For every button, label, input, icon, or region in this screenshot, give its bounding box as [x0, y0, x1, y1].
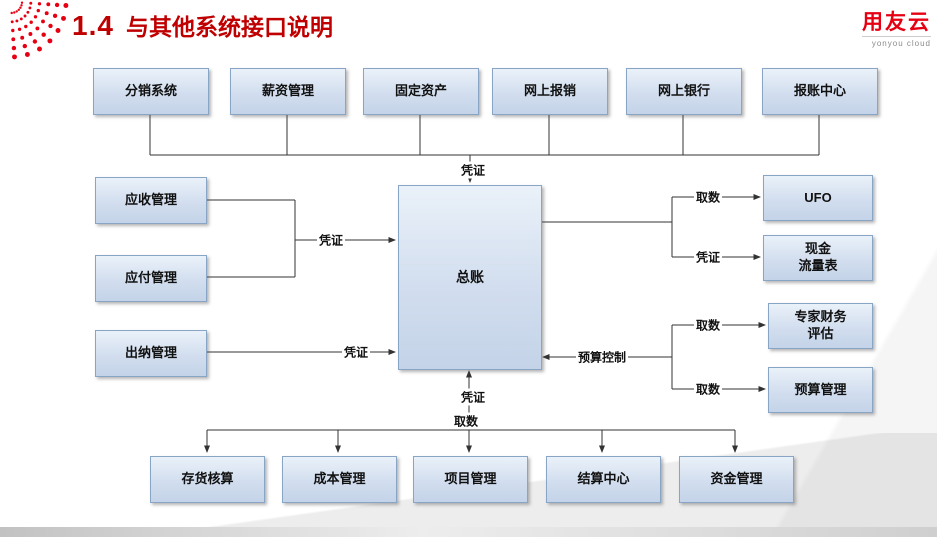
- corner-dots-decoration: [10, 1, 69, 60]
- node-label: 流量表: [798, 258, 838, 273]
- node-payables-management: 应付管理: [95, 255, 207, 302]
- node-receivables-management: 应收管理: [95, 177, 207, 224]
- node-label: 项目管理: [444, 471, 497, 487]
- node-fixed-assets: 固定资产: [363, 68, 479, 115]
- node-label: 总账: [456, 269, 484, 286]
- title-number: 1.4: [72, 10, 114, 41]
- node-label: 分销系统: [124, 83, 177, 99]
- logo-subtext: yonyou cloud: [871, 39, 931, 48]
- edge-label-cashflow-voucher: 凭证: [693, 248, 723, 266]
- node-label: 应收管理: [124, 192, 177, 208]
- node-label: 固定资产: [394, 83, 447, 99]
- node-ufo: UFO: [763, 175, 873, 221]
- node-payroll-management: 薪资管理: [230, 68, 346, 115]
- node-cashier-management: 出纳管理: [95, 330, 207, 377]
- node-budget-management: 预算管理: [768, 367, 873, 413]
- node-label: 预算管理: [794, 381, 847, 397]
- node-label: 现金: [804, 241, 831, 257]
- node-online-reimbursement: 网上报销: [492, 68, 608, 115]
- yonyou-logo: 用友云 yonyou cloud: [862, 12, 931, 48]
- node-label: 应付管理: [124, 270, 177, 286]
- node-reporting-center: 报账中心: [762, 68, 878, 115]
- edge-label-bottom-voucher: 凭证: [458, 388, 488, 406]
- edge-label-budget-control: 预算控制: [575, 348, 629, 366]
- node-inventory-accounting: 存货核算: [150, 456, 265, 503]
- node-distribution-system: 分销系统: [93, 68, 209, 115]
- edge-label-bottom-fetch: 取数: [451, 412, 481, 430]
- node-label: 专家财务: [794, 309, 847, 325]
- edge-label-expert-fetch: 取数: [693, 316, 723, 334]
- node-label: 出纳管理: [124, 345, 177, 361]
- node-label: 存货核算: [181, 471, 234, 487]
- node-label: 评估: [807, 326, 834, 341]
- logo-divider: [862, 36, 931, 37]
- node-label: 薪资管理: [261, 83, 314, 99]
- title-text: 与其他系统接口说明: [125, 14, 333, 40]
- node-label: 报账中心: [793, 83, 846, 99]
- node-label: UFO: [804, 189, 832, 205]
- node-label: 网上报销: [523, 83, 576, 99]
- node-label: 网上银行: [657, 83, 710, 99]
- node-cash-flow-statement: 现金流量表: [763, 235, 873, 281]
- edge-label-cashier-voucher: 凭证: [341, 343, 371, 361]
- edge-label-top-voucher: 凭证: [458, 161, 488, 179]
- node-project-management: 项目管理: [413, 456, 528, 503]
- edge-label-left-voucher: 凭证: [316, 231, 346, 249]
- node-online-banking: 网上银行: [626, 68, 742, 115]
- node-cost-management: 成本管理: [282, 456, 397, 503]
- edge-label-ufo-fetch: 取数: [693, 188, 723, 206]
- node-general-ledger: 总账: [398, 185, 542, 370]
- node-label: 资金管理: [710, 471, 763, 487]
- node-expert-financial-evaluation: 专家财务评估: [768, 303, 873, 349]
- slide-title: 1.4 与其他系统接口说明: [72, 8, 333, 42]
- logo-text: 用友云: [862, 11, 931, 34]
- bottom-gradient-bar: [0, 527, 937, 537]
- node-funds-management: 资金管理: [679, 456, 794, 503]
- node-label: 结算中心: [577, 471, 630, 487]
- node-label: 成本管理: [313, 471, 366, 487]
- edge-label-budget-fetch: 取数: [693, 380, 723, 398]
- node-settlement-center: 结算中心: [546, 456, 661, 503]
